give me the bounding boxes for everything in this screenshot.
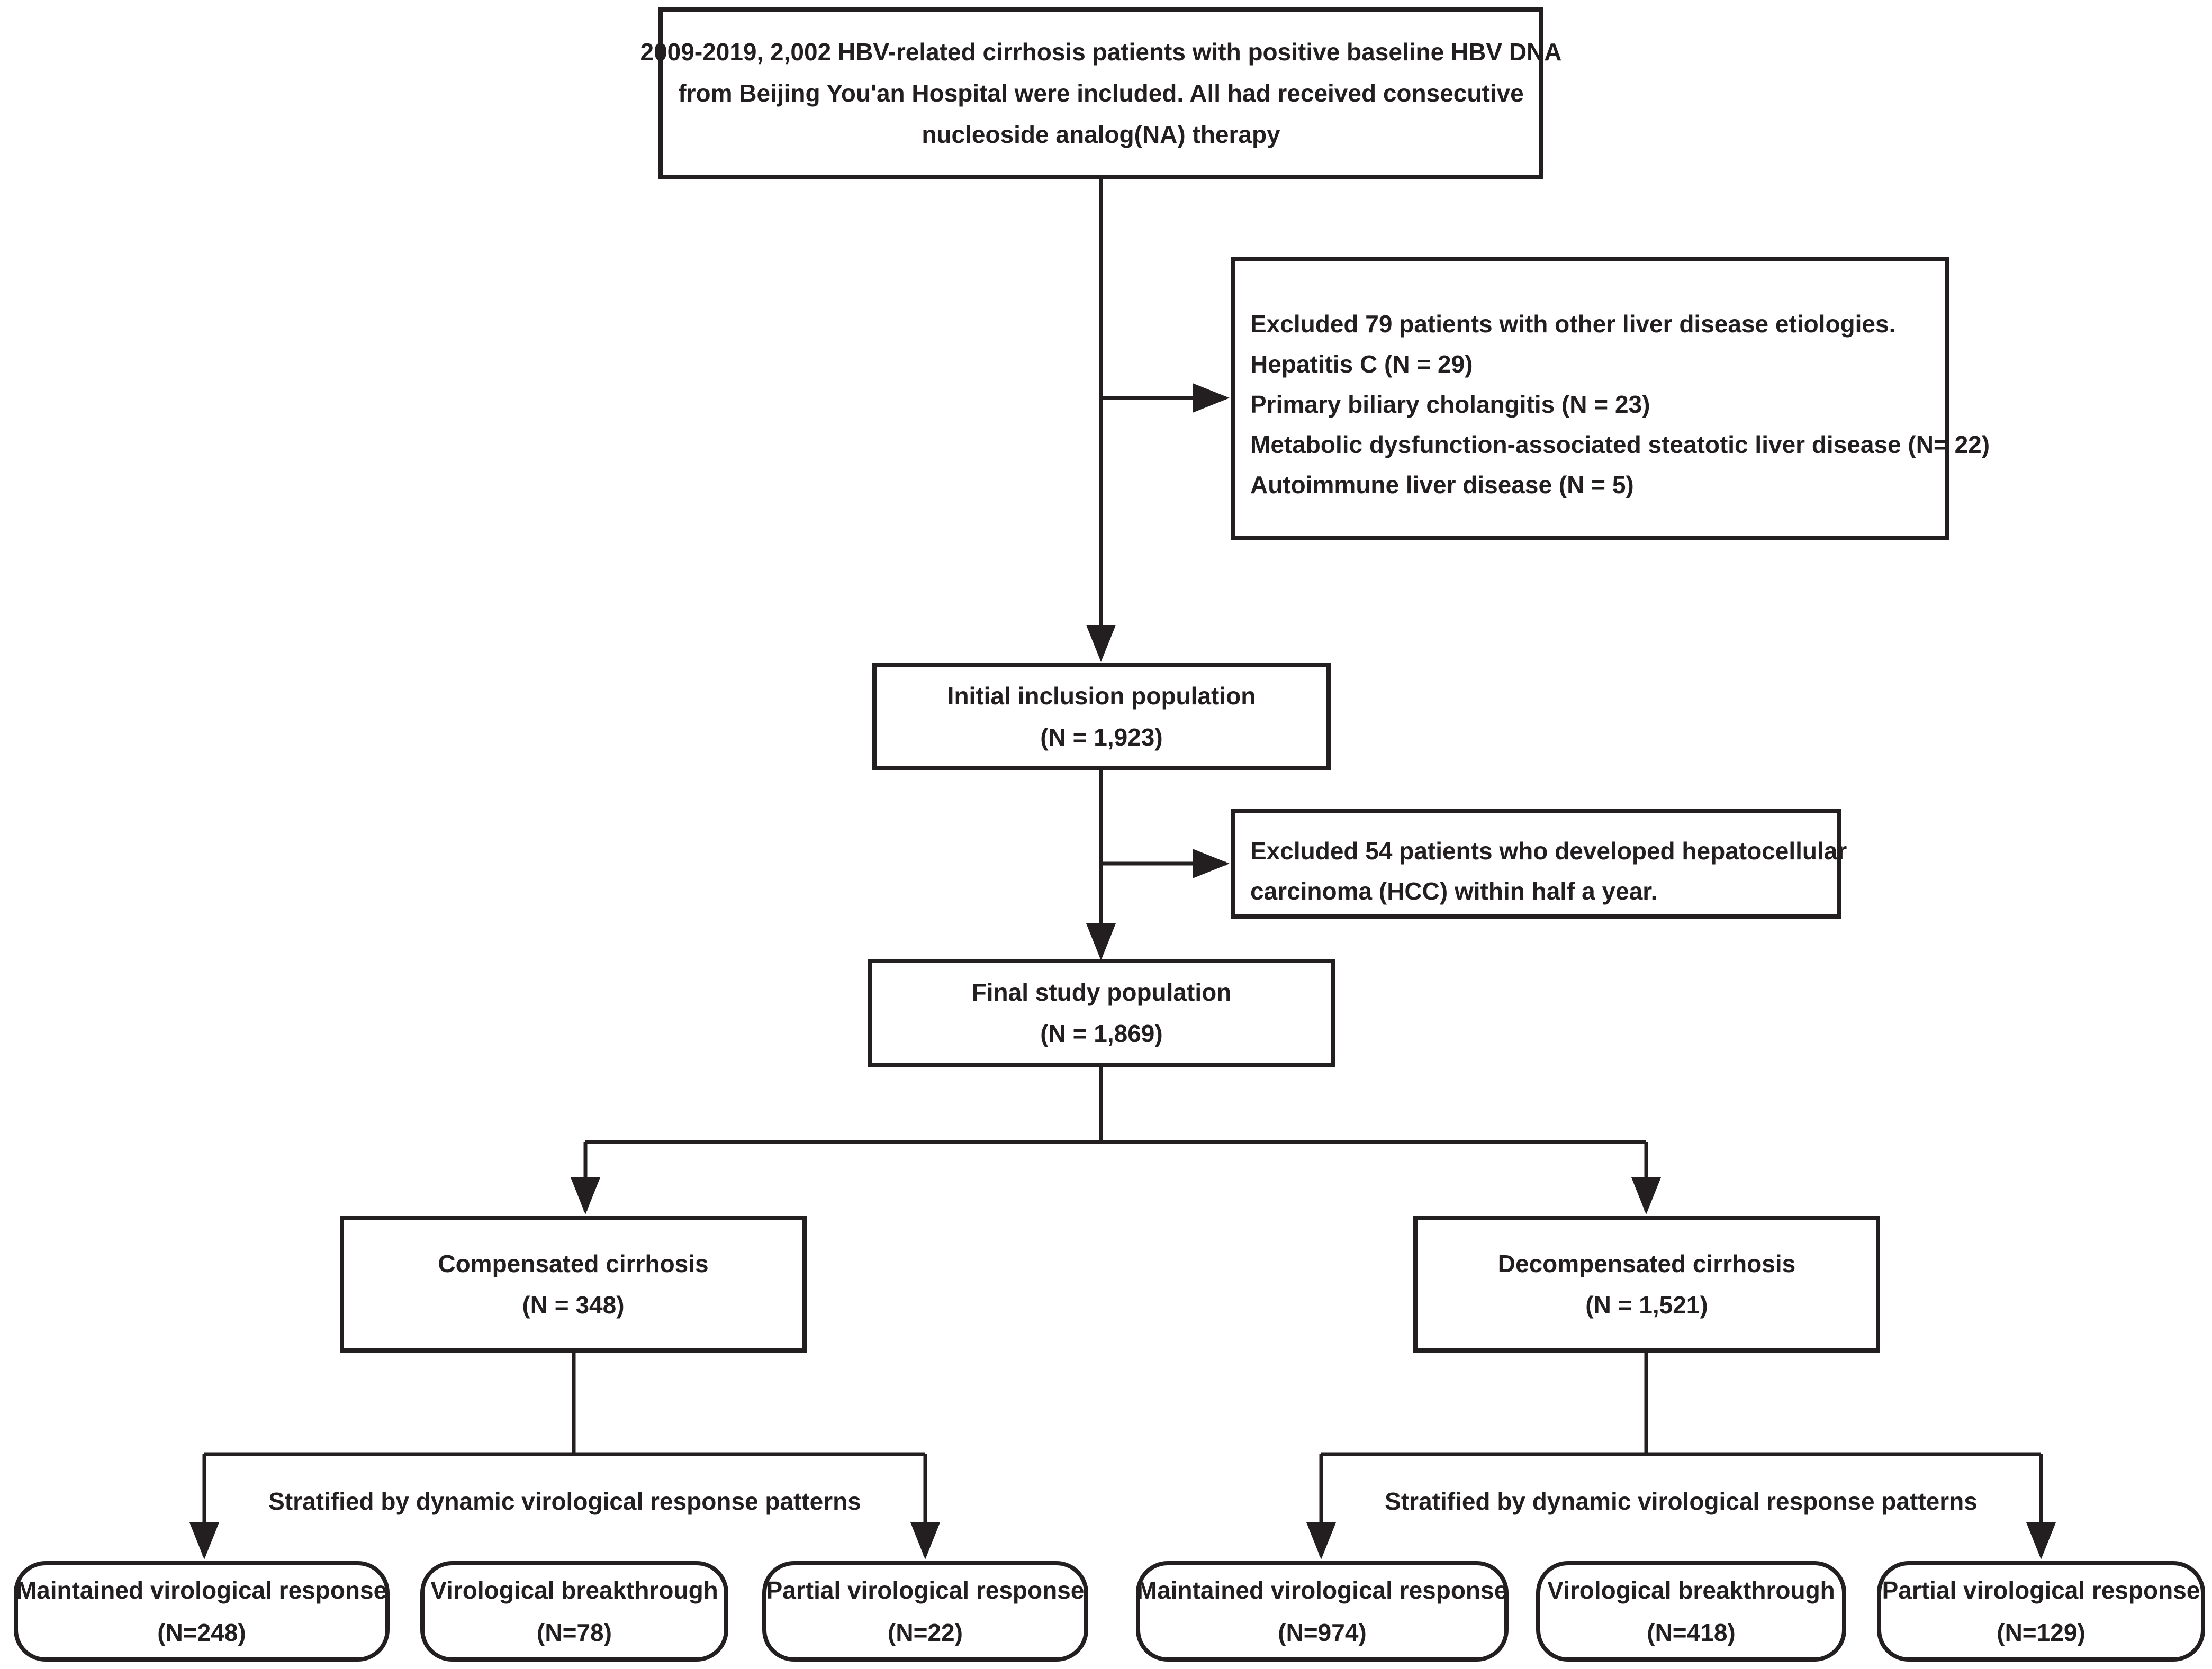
exclusion-item-hepatitis-c: Hepatitis C (N = 29) bbox=[1250, 350, 1473, 378]
decomp-maintained-label: Maintained virological response bbox=[1136, 1576, 1508, 1604]
compensated-count: (N = 348) bbox=[522, 1291, 625, 1319]
exclusion-etiologies-box: Excluded 79 patients with other liver di… bbox=[1231, 257, 1990, 540]
comp-breakthrough-label: Virological breakthrough bbox=[430, 1576, 718, 1604]
compensated-stratified-label: Stratified by dynamic virological respon… bbox=[268, 1487, 861, 1515]
exclusion-hcc-line-2: carcinoma (HCC) within half a year. bbox=[1250, 877, 1658, 905]
final-population-label: Final study population bbox=[971, 978, 1232, 1006]
initial-population-box: Initial inclusion population (N = 1,923) bbox=[872, 663, 1331, 770]
comp-maintained-count: (N=248) bbox=[157, 1619, 246, 1646]
decomp-maintained-count: (N=974) bbox=[1278, 1619, 1367, 1646]
final-population-box: Final study population (N = 1,869) bbox=[868, 959, 1335, 1067]
enrollment-line-2: from Beijing You'an Hospital were includ… bbox=[678, 79, 1524, 107]
enrollment-line-1: 2009-2019, 2,002 HBV-related cirrhosis p… bbox=[640, 38, 1562, 66]
comp-breakthrough-count: (N=78) bbox=[537, 1619, 612, 1646]
decomp-partial-label: Partial virological response bbox=[1882, 1576, 2200, 1604]
decompensated-count: (N = 1,521) bbox=[1585, 1291, 1708, 1319]
decomp-breakthrough-count: (N=418) bbox=[1647, 1619, 1736, 1646]
comp-breakthrough-box: Virological breakthrough (N=78) bbox=[420, 1561, 728, 1662]
enrollment-line-3: nucleoside analog(NA) therapy bbox=[922, 121, 1280, 148]
exclusion-item-autoimmune: Autoimmune liver disease (N = 5) bbox=[1250, 471, 1634, 498]
exclusion-etiologies-heading: Excluded 79 patients with other liver di… bbox=[1250, 310, 1896, 338]
decomp-partial-response-box: Partial virological response (N=129) bbox=[1877, 1561, 2205, 1662]
enrollment-box: 2009-2019, 2,002 HBV-related cirrhosis p… bbox=[640, 7, 1562, 179]
comp-maintained-response-box: Maintained virological response (N=248) bbox=[14, 1561, 390, 1662]
initial-population-count: (N = 1,923) bbox=[1040, 723, 1163, 751]
exclusion-item-masld: Metabolic dysfunction-associated steatot… bbox=[1250, 431, 1990, 458]
decompensated-stratified-label: Stratified by dynamic virological respon… bbox=[1385, 1487, 1978, 1515]
final-population-count: (N = 1,869) bbox=[1040, 1020, 1163, 1047]
decompensated-box: Decompensated cirrhosis (N = 1,521) bbox=[1413, 1216, 1880, 1353]
decomp-breakthrough-label: Virological breakthrough bbox=[1547, 1576, 1835, 1604]
decompensated-label: Decompensated cirrhosis bbox=[1497, 1250, 1796, 1277]
exclusion-item-pbc: Primary biliary cholangitis (N = 23) bbox=[1250, 391, 1650, 418]
compensated-label: Compensated cirrhosis bbox=[438, 1250, 709, 1277]
decomp-partial-count: (N=129) bbox=[1997, 1619, 2085, 1646]
compensated-box: Compensated cirrhosis (N = 348) bbox=[340, 1216, 807, 1353]
decomp-maintained-response-box: Maintained virological response (N=974) bbox=[1136, 1561, 1509, 1662]
comp-maintained-label: Maintained virological response bbox=[16, 1576, 387, 1604]
exclusion-hcc-box: Excluded 54 patients who developed hepat… bbox=[1231, 809, 1847, 919]
decomp-breakthrough-box: Virological breakthrough (N=418) bbox=[1536, 1561, 1846, 1662]
comp-partial-count: (N=22) bbox=[888, 1619, 963, 1646]
initial-population-label: Initial inclusion population bbox=[947, 682, 1256, 710]
comp-partial-response-box: Partial virological response (N=22) bbox=[762, 1561, 1088, 1662]
exclusion-hcc-line-1: Excluded 54 patients who developed hepat… bbox=[1250, 837, 1847, 865]
comp-partial-label: Partial virological response bbox=[766, 1576, 1085, 1604]
